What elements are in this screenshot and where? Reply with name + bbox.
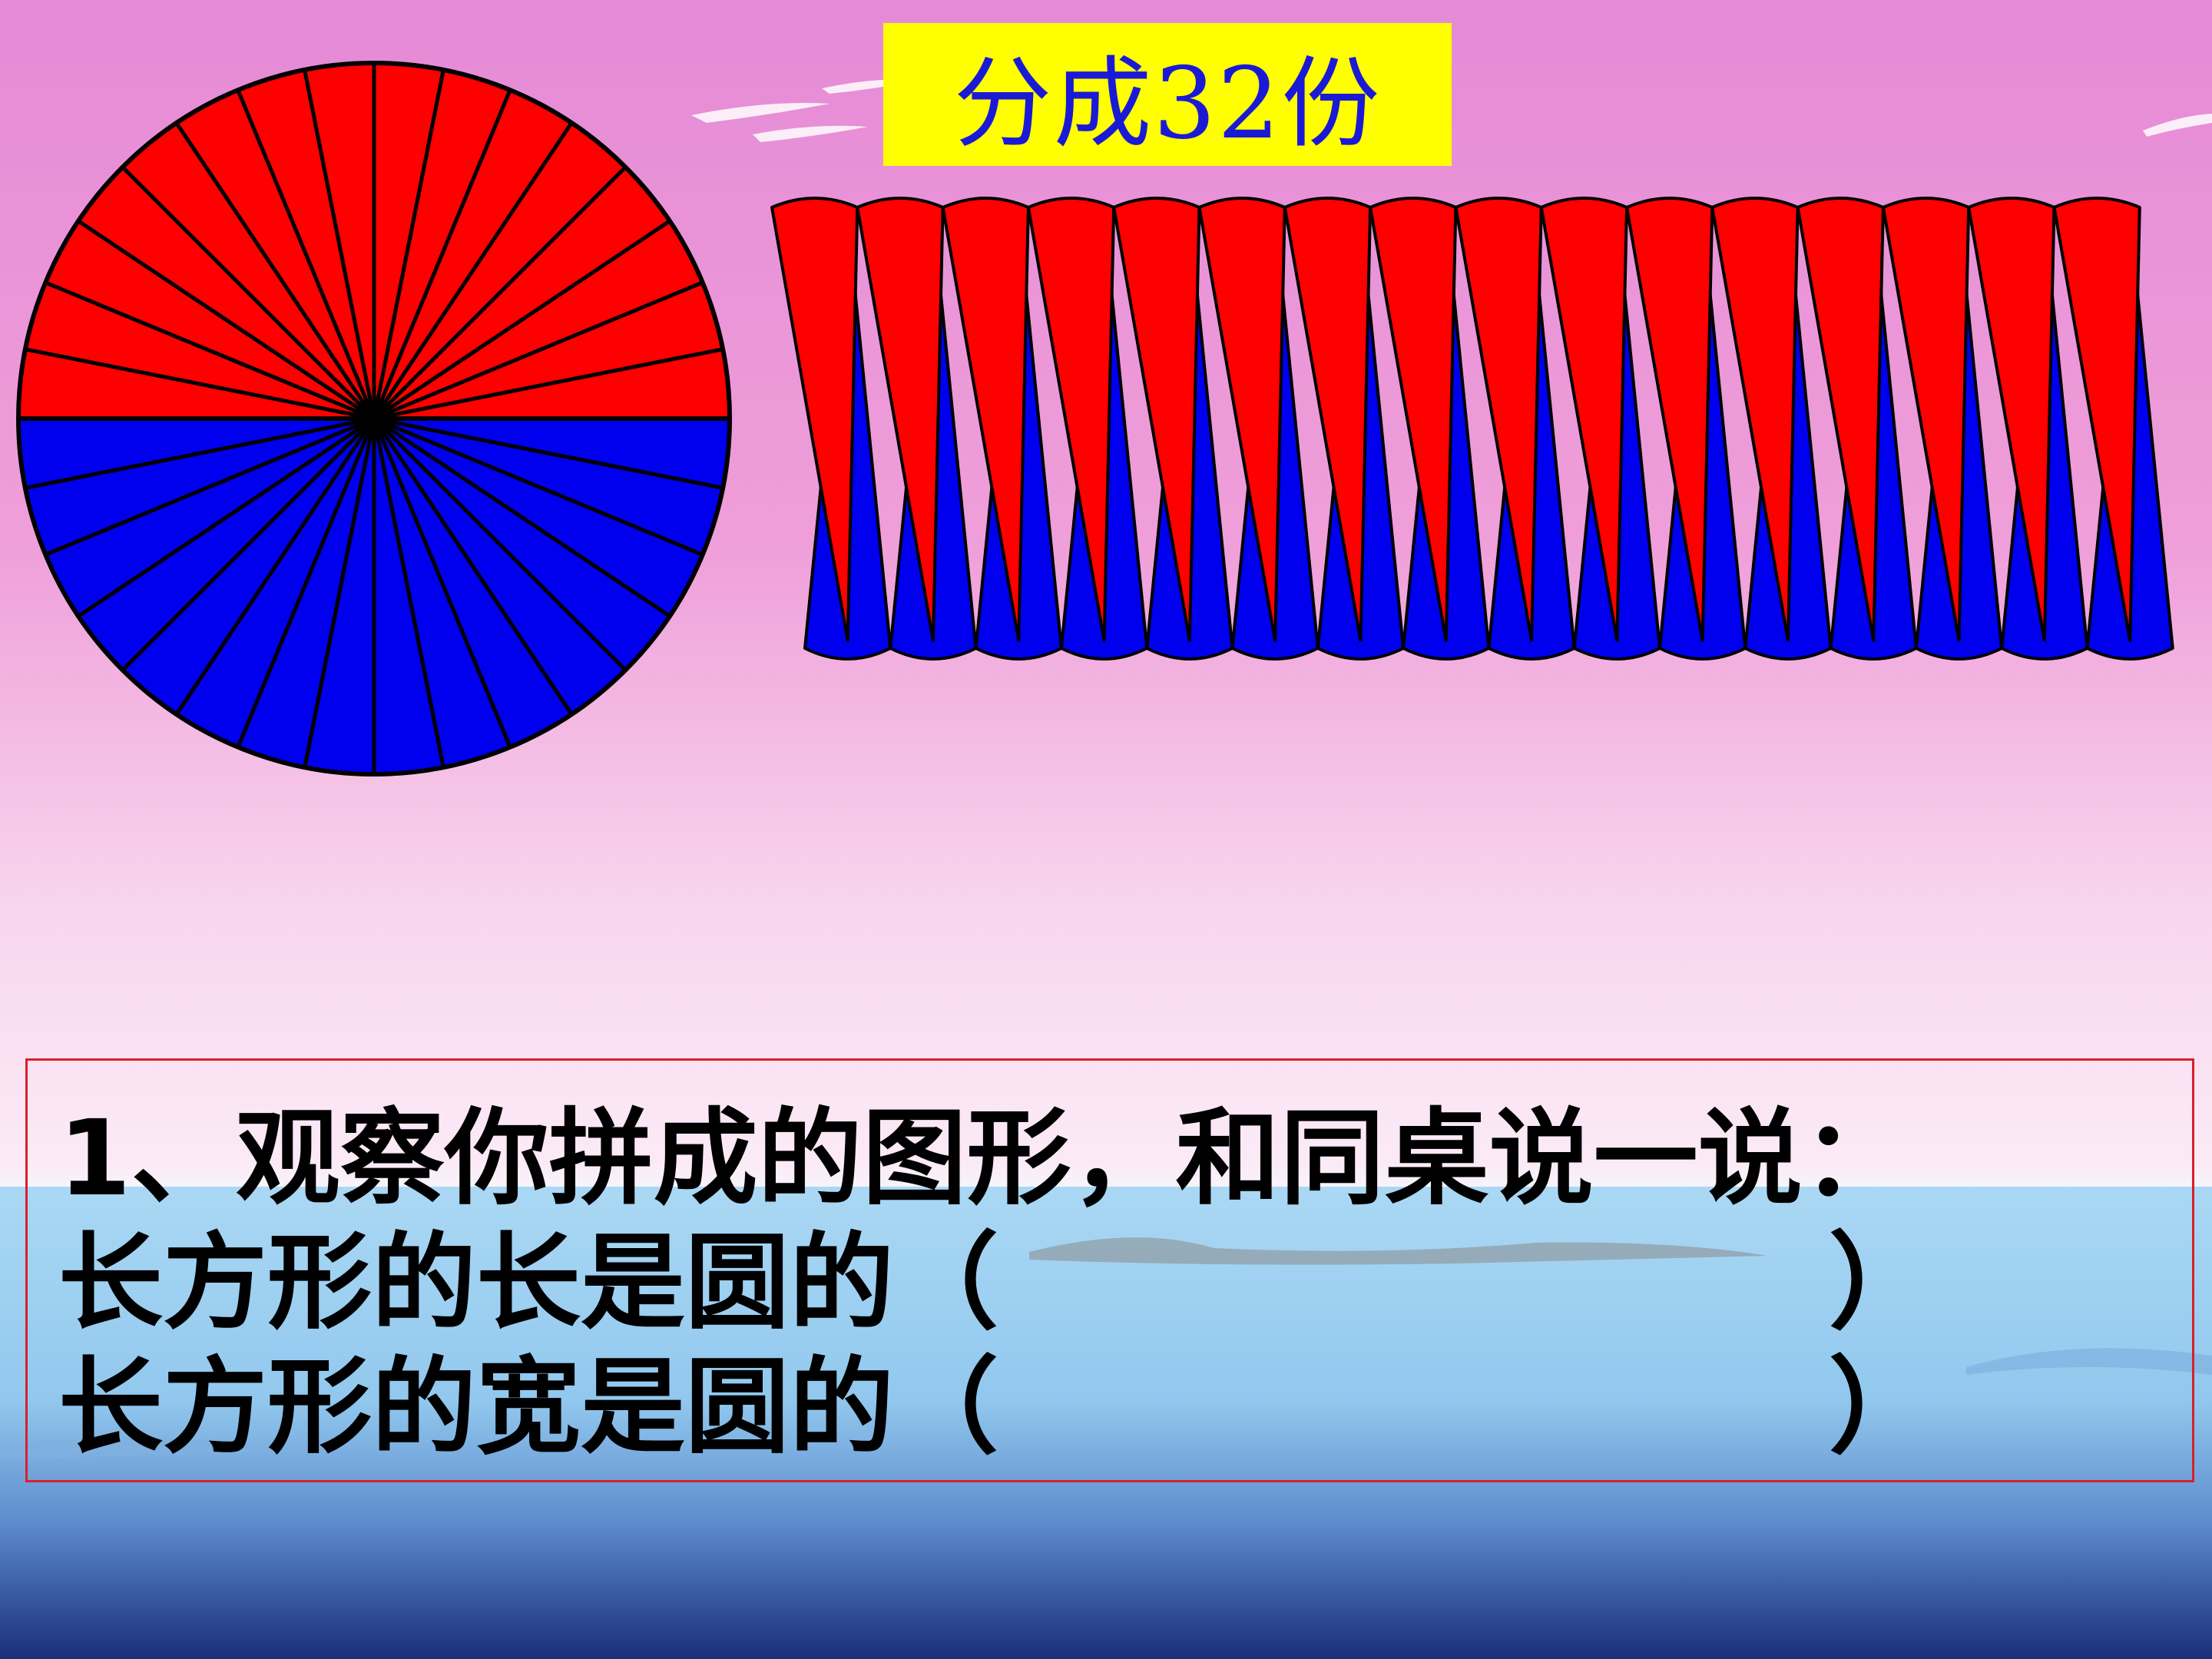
circle-32-sectors	[16, 61, 732, 777]
title-text: 分成32份	[953, 46, 1382, 161]
title-background	[883, 23, 1452, 166]
title-box: 分成32份	[883, 23, 1452, 166]
strip-piece-red	[2052, 197, 2141, 642]
question-line-3-close: ）	[1829, 1347, 1933, 1469]
question-line-2: 长方形的长是圆的（	[58, 1223, 998, 1344]
question-line-3: 长方形的宽是圆的（	[58, 1347, 998, 1469]
question-line-1: 1、观察你拼成的图形，和同桌说一说：	[58, 1098, 1907, 1220]
rearranged-strip	[770, 197, 2174, 661]
question-box: 1、观察你拼成的图形，和同桌说一说： 长方形的长是圆的（ ） 长方形的宽是圆的（…	[25, 1058, 2194, 1482]
circle-center	[363, 408, 385, 429]
question-line-2-close: ）	[1829, 1223, 1933, 1344]
